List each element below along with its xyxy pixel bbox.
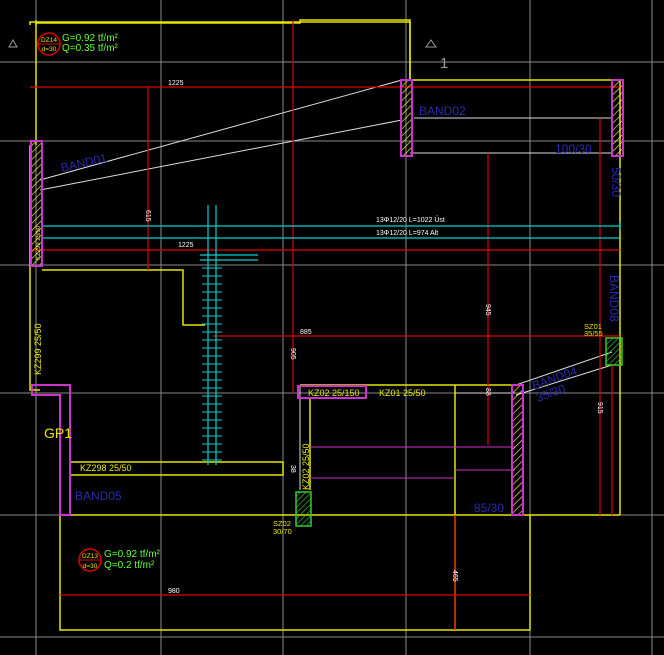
band08-label: BAND08 xyxy=(607,275,621,322)
rebar-notes: 13Φ12/20 L=1022 Üst 13Φ12/20 L=974 Alt xyxy=(376,216,445,237)
gp1-label: GP1 xyxy=(44,425,72,441)
dimension-vert-center: 905 xyxy=(289,348,296,360)
column-inner-text: KZ299 25/50 xyxy=(36,225,42,260)
dimension-short-a: 38 xyxy=(289,465,296,473)
band01-line-top xyxy=(39,79,403,181)
column-band01-text: KZ299 25/50 xyxy=(36,225,42,260)
triangle-marker-icon xyxy=(425,39,437,48)
dimension-vert-right-a: 945 xyxy=(484,304,491,316)
dimension-texts: 1225 1225 885 980 615 905 945 915 465 38… xyxy=(144,80,603,595)
slab-outlines xyxy=(29,19,621,631)
band02-label: BAND02 xyxy=(419,104,466,118)
outline-beam-kz298 xyxy=(70,461,284,476)
dimension-mid-span: 1225 xyxy=(178,242,194,249)
band04-line-top xyxy=(515,351,613,386)
bottom-right-size: 85/30 xyxy=(474,501,504,515)
dimension-vert-bottom: 465 xyxy=(451,570,458,582)
column-sz01 xyxy=(605,337,623,366)
beam-kz299-label: KZ299 25/50 xyxy=(33,323,43,375)
beam-labels: KZ02 25/150 KZ01 25/50 KZ02 25/50 KZ298 … xyxy=(33,323,426,490)
green-columns xyxy=(295,337,623,527)
outline-top-inner xyxy=(29,21,410,25)
dimension-vert-right-b: 915 xyxy=(596,402,603,414)
columns xyxy=(30,79,624,516)
magenta-lines xyxy=(310,446,515,479)
rebar-note-bottom: 13Φ12/20 L=974 Alt xyxy=(376,230,438,237)
sz02-label: SZ02 xyxy=(273,519,291,528)
dimension-top-span: 1225 xyxy=(168,80,184,87)
outline-bottom-slab xyxy=(59,515,531,631)
band-labels: BAND01 BAND02 BAND04 35/30 BAND05 BAND08… xyxy=(60,104,623,515)
column-sz02 xyxy=(295,491,312,527)
beam-kz02-box xyxy=(297,385,367,399)
column-labels: SZ01 35/55 SZ02 30/70 GP1 xyxy=(44,322,603,536)
column-band04 xyxy=(511,384,524,516)
rebar-stirrups xyxy=(202,267,222,461)
slab-depth: d=30 xyxy=(42,46,57,53)
slab-tag-dz14: DZ14 d=30 G=0.92 tf/m² Q=0.35 tf/m² xyxy=(37,32,119,56)
beam-kz298-label: KZ298 25/50 xyxy=(80,463,132,473)
column-gp1 xyxy=(31,384,71,516)
triangle-marker-icon xyxy=(8,38,18,48)
dimension-inner-span: 885 xyxy=(300,329,312,336)
column-band02 xyxy=(400,79,413,157)
slab-tag: DZ13 xyxy=(82,553,98,560)
dimension-short-b: 88 xyxy=(484,388,491,396)
rebar-note-top: 13Φ12/20 L=1022 Üst xyxy=(376,216,445,224)
outline-inner-room xyxy=(42,269,205,326)
dimension-lines xyxy=(30,20,620,630)
outline-top xyxy=(35,19,621,515)
band04-line-bottom xyxy=(515,364,613,396)
band01-label: BAND01 xyxy=(60,151,109,175)
sz01-size: 35/55 xyxy=(584,329,603,338)
slab-depth: d=30 xyxy=(83,563,98,570)
slab-q-load: Q=0.35 tf/m² xyxy=(62,43,119,54)
band05-label: BAND05 xyxy=(75,489,122,503)
sz02-size: 30/70 xyxy=(273,527,292,536)
dimension-vert-left: 615 xyxy=(144,210,151,222)
column-band01 xyxy=(30,140,43,267)
column-band08-top xyxy=(611,79,624,157)
band-lines xyxy=(39,79,613,490)
band01-line-bottom xyxy=(39,119,403,191)
dimension-bottom-span: 980 xyxy=(168,588,180,595)
slab-g-load: G=0.92 tf/m² xyxy=(104,549,161,560)
beam-kz02a-label: KZ02 25/150 xyxy=(308,388,360,398)
rebar-lines xyxy=(41,205,621,465)
slab-q-load: Q=0.2 tf/m² xyxy=(104,560,155,571)
band08-size: 50/30 xyxy=(609,167,623,197)
beam-kz02b-label: KZ02 25/50 xyxy=(301,443,311,490)
grid-axis-label: 1 xyxy=(440,55,448,72)
slab-tag: DZ14 xyxy=(41,37,57,44)
beam-kz01-label: KZ01 25/50 xyxy=(379,388,426,398)
top-right-size: 100/30 xyxy=(555,142,592,156)
sz01-label: SZ01 xyxy=(584,322,602,331)
grid-markers xyxy=(8,38,437,48)
slab-g-load: G=0.92 tf/m² xyxy=(62,33,119,44)
slab-tag-dz13: DZ13 d=30 G=0.92 tf/m² Q=0.2 tf/m² xyxy=(78,548,161,572)
